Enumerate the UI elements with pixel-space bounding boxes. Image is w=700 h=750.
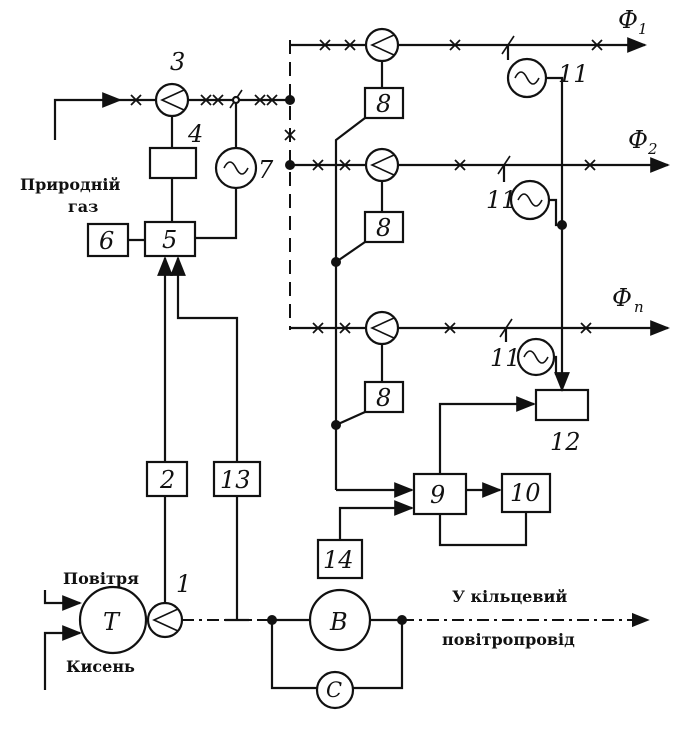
flowmeter-fn-icon	[364, 310, 400, 346]
svg-text:12: 12	[550, 428, 581, 456]
meter-11-f1-icon	[506, 57, 548, 99]
svg-text:С: С	[326, 678, 342, 702]
label-4: 4	[187, 120, 203, 148]
natural-gas-label-1: Природній	[20, 175, 120, 194]
flowmeter-f1-icon	[364, 27, 400, 63]
svg-text:11: 11	[490, 344, 521, 372]
label-7: 7	[258, 156, 274, 184]
svg-text:1: 1	[176, 570, 191, 598]
compressor-C: С	[315, 670, 355, 710]
block-8-f2	[363, 210, 405, 244]
oxygen-label: Кисень	[66, 657, 135, 676]
svg-text:В: В	[329, 608, 348, 636]
meter-11-fn-icon	[516, 337, 556, 377]
flowmeter-3-icon	[154, 82, 190, 118]
flowmeter-f2-icon	[364, 147, 400, 183]
svg-text:9: 9	[430, 481, 445, 509]
flowmeter-1-icon	[146, 601, 184, 639]
to-ring-label-2: повітропровід	[442, 630, 575, 649]
svg-text:2: 2	[647, 140, 658, 158]
blower-B: В	[308, 588, 372, 652]
block-12	[534, 388, 590, 422]
block-14	[316, 538, 364, 580]
block-9	[412, 472, 468, 516]
svg-text:8: 8	[376, 384, 391, 412]
label-5: 5	[162, 226, 177, 254]
gas-inlet-line	[53, 92, 122, 140]
block-8-fn	[363, 380, 405, 414]
meter-11-f2-icon	[509, 179, 551, 221]
svg-text:2: 2	[159, 466, 175, 494]
block-2	[145, 460, 189, 498]
svg-text:Т: Т	[103, 608, 121, 636]
air-label: Повітря	[63, 569, 139, 588]
svg-text:1: 1	[638, 20, 648, 38]
svg-text:Ф: Ф	[612, 284, 632, 312]
svg-text:Ф: Ф	[618, 6, 638, 34]
svg-text:Ф: Ф	[628, 126, 648, 154]
svg-text:11: 11	[486, 186, 517, 214]
block-8-bus	[334, 117, 366, 490]
label-6: 6	[99, 227, 114, 255]
label-3: 3	[170, 48, 185, 76]
svg-text:14: 14	[323, 546, 354, 574]
transformer-T: Т	[78, 585, 148, 655]
svg-text:8: 8	[376, 214, 391, 242]
svg-text:n: n	[634, 298, 644, 316]
svg-text:13: 13	[220, 466, 251, 494]
natural-gas-label-2: газ	[68, 197, 98, 216]
meter-7-icon	[214, 146, 258, 190]
svg-text:10: 10	[510, 479, 541, 507]
block-4	[148, 146, 198, 180]
svg-text:8: 8	[376, 90, 391, 118]
block-8-f1	[363, 86, 405, 120]
to-ring-label-1: У кільцевий	[452, 587, 567, 606]
